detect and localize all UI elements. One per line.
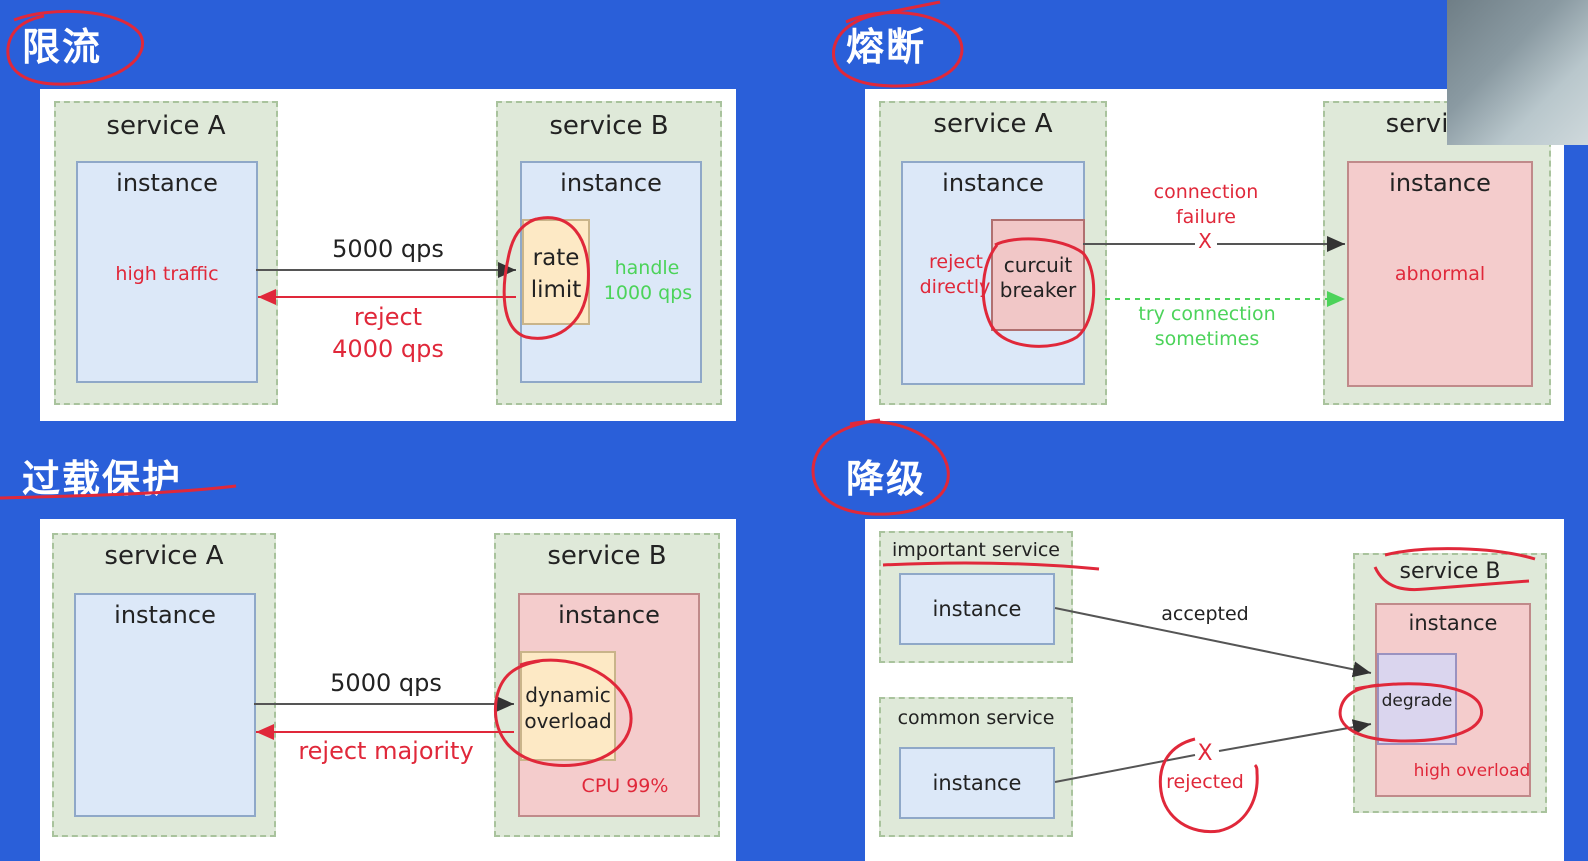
common-service-label: common service	[897, 707, 1055, 729]
limit-label: limit	[530, 277, 582, 303]
watermark: @稀土掘金技术社区	[1402, 827, 1564, 848]
important-service-label: important service	[892, 539, 1060, 561]
service-b-underline	[1373, 547, 1536, 592]
rejected-arrow-head	[1054, 754, 1196, 783]
rate-limit-title: 限流	[22, 25, 103, 69]
degradation-arrows	[882, 547, 1536, 834]
instance-a-label: instance	[114, 601, 216, 629]
common-service: common service instance	[879, 697, 1073, 837]
service-a: service A instance high traffic	[54, 101, 278, 405]
instance-a: instance high traffic	[76, 161, 258, 383]
instance-b: instance abnormal	[1347, 161, 1533, 387]
important-service-underline	[882, 561, 1100, 571]
important-service: important service instance	[879, 531, 1073, 663]
accepted-arrow	[1054, 607, 1372, 678]
high-overload-label: high overload	[1413, 761, 1531, 781]
curcuit-label: curcuit	[1003, 253, 1073, 277]
rejected-arrow-tail	[1218, 719, 1372, 752]
service-a-label: service A	[104, 541, 224, 571]
service-b: service B instance dynamic overload CPU …	[494, 533, 720, 837]
circuit-breaker-title: 熔断	[846, 25, 927, 69]
service-a-label: service A	[933, 109, 1053, 139]
service-b-label: service B	[547, 541, 667, 571]
important-instance: instance	[899, 573, 1055, 645]
overload-arrows	[254, 658, 633, 767]
sometimes-label: sometimes	[1154, 328, 1260, 350]
degradation-title: 降级	[846, 457, 927, 501]
connection-label: connection	[1153, 181, 1259, 203]
degrade-label: degrade	[1381, 691, 1453, 711]
abnormal-label: abnormal	[1394, 263, 1486, 285]
service-b-label: servi	[1385, 109, 1449, 139]
circuit-breaker-box: curcuit breaker	[991, 219, 1085, 331]
instance-b-label: instance	[560, 169, 662, 197]
instance-b-label: instance	[558, 601, 660, 629]
important-instance-label: instance	[932, 597, 1022, 621]
degradation-panel: important service instance common servic…	[865, 519, 1564, 861]
high-traffic-label: high traffic	[115, 263, 219, 285]
instance-a-label: instance	[116, 169, 218, 197]
instance-b: instance dynamic overload CPU 99%	[518, 593, 700, 817]
breaker-label: breaker	[999, 278, 1077, 302]
service-a-label: service A	[106, 111, 226, 141]
circuit-breaker-circle	[981, 237, 1096, 348]
rate-label: rate	[532, 245, 580, 271]
instance-b: instance rate limit handle 1000 qps	[520, 161, 702, 383]
handle-qps-label: 1000 qps	[603, 282, 693, 304]
failure-label: failure	[1175, 206, 1236, 228]
qps-label: 5000 qps	[330, 669, 442, 697]
service-b: service B instance rate limit handle 100…	[496, 101, 722, 405]
rate-limit-circle	[502, 216, 590, 340]
rejected-circle	[1158, 737, 1259, 834]
degrade-box: degrade	[1377, 653, 1457, 745]
common-instance: instance	[899, 747, 1055, 819]
handle-label: handle	[614, 257, 680, 279]
reject-label: reject	[929, 251, 983, 273]
directly-label: directly	[919, 276, 991, 298]
overload-protection-panel: service A instance service B instance dy…	[40, 519, 736, 861]
service-b: service B instance degrade high overload	[1353, 553, 1547, 813]
service-b: servi instance abnormal	[1323, 101, 1551, 405]
rejected-x-mark: X	[1197, 741, 1213, 766]
instance-b: instance degrade high overload	[1375, 603, 1531, 797]
instance-a-label: instance	[942, 169, 1044, 197]
accepted-label: accepted	[1161, 603, 1249, 625]
common-instance-label: instance	[932, 771, 1022, 795]
rate-limit-arrows	[256, 216, 590, 340]
dynamic-label: dynamic	[525, 683, 611, 707]
dynamic-overload-circle	[493, 658, 633, 767]
cpu-label: CPU 99%	[581, 775, 669, 797]
degrade-circle	[1338, 682, 1483, 743]
reject-label: reject	[353, 303, 423, 331]
instance-b-label: instance	[1408, 611, 1498, 635]
overload-label: overload	[524, 709, 612, 733]
instance-a: instance reject directly curcuit breaker	[901, 161, 1085, 385]
rejected-label: rejected	[1166, 771, 1244, 793]
service-b-label: service B	[549, 111, 669, 141]
instance-b-label: instance	[1389, 169, 1491, 197]
corner-photo-overlay	[1447, 0, 1588, 145]
try-connection-label: try connection	[1138, 303, 1276, 325]
qps-label: 5000 qps	[332, 235, 444, 263]
dynamic-overload-box: dynamic overload	[520, 651, 616, 761]
reject-qps-label: 4000 qps	[332, 335, 444, 363]
reject-majority-label: reject majority	[298, 737, 474, 765]
service-b-label: service B	[1399, 559, 1501, 584]
failure-x-mark: X	[1198, 229, 1212, 253]
rate-limit-panel: service A instance high traffic service …	[40, 89, 736, 421]
circuit-breaker-arrows	[981, 236, 1345, 348]
